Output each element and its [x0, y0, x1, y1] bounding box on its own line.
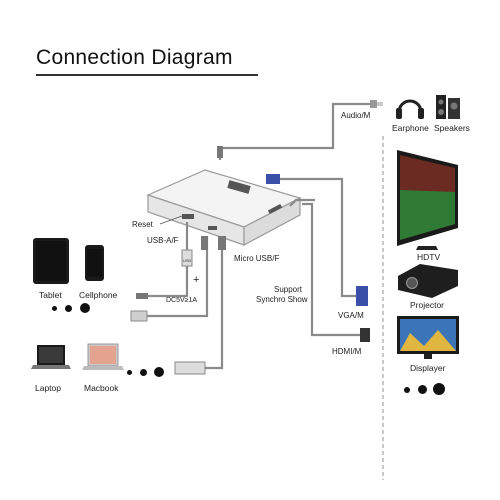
projector-label: Projector [410, 300, 445, 310]
hdtv-label: HDTV [417, 252, 441, 262]
displayer-icon [397, 316, 459, 359]
micro-usb-cable [205, 236, 224, 370]
hdmi-connector [360, 328, 370, 342]
adapter-to-vga-cable [289, 198, 315, 207]
speakers-label: Speakers [434, 123, 470, 133]
micro-usb-label: Micro USB/F [234, 254, 280, 263]
usb-plug-text: USB [183, 258, 192, 263]
vga-cable [280, 177, 360, 298]
cellphone-label: Cellphone [79, 290, 118, 300]
cellphone-icon [85, 245, 104, 281]
usb-to-device-cable [146, 266, 189, 298]
audio-plug-body [370, 100, 377, 108]
vga-connector-bottom [356, 286, 368, 306]
dc-cable-label: DC5V≥1A [166, 297, 198, 304]
macbook-icon [82, 343, 124, 370]
dc-micro-plug [201, 236, 208, 250]
dc-cable [145, 236, 209, 318]
dc-plug [130, 310, 148, 322]
laptop-label: Laptop [35, 383, 61, 393]
micro-plug-left [136, 293, 148, 299]
micro-usb-plug [218, 236, 226, 250]
tablet-label: Tablet [39, 290, 62, 300]
vga-connector-top [266, 174, 280, 184]
macbook-label: Macbook [84, 383, 119, 393]
reset-label: Reset [132, 220, 153, 229]
support-label-line2: Synchro Show [256, 295, 308, 304]
diagram-title: Connection Diagram [36, 46, 233, 69]
adapter-box [146, 169, 302, 247]
displayer-label: Displayer [410, 363, 446, 373]
reset-leader [159, 215, 183, 225]
audio-label: Audio/M [341, 111, 371, 120]
earphone-label: Earphone [392, 123, 429, 133]
laptop-icon [31, 345, 71, 369]
speakers-icon [436, 95, 460, 119]
earphone-icon [396, 99, 424, 119]
plus-sign: + [193, 274, 200, 286]
title-underline [36, 74, 258, 76]
audio-jack-plug [217, 146, 223, 158]
hdmi-cable [302, 202, 360, 337]
usb-af-label: USB-A/F [147, 236, 179, 245]
usb-a-plug-bottom [174, 361, 206, 375]
audio-plug-tip [377, 102, 383, 106]
vga-label: VGA/M [338, 311, 364, 320]
tablet-icon [33, 238, 69, 284]
hdtv-icon [397, 150, 458, 250]
support-label-line1: Support [274, 285, 303, 294]
projector-icon [398, 264, 458, 298]
hdmi-label: HDMI/M [332, 347, 362, 356]
